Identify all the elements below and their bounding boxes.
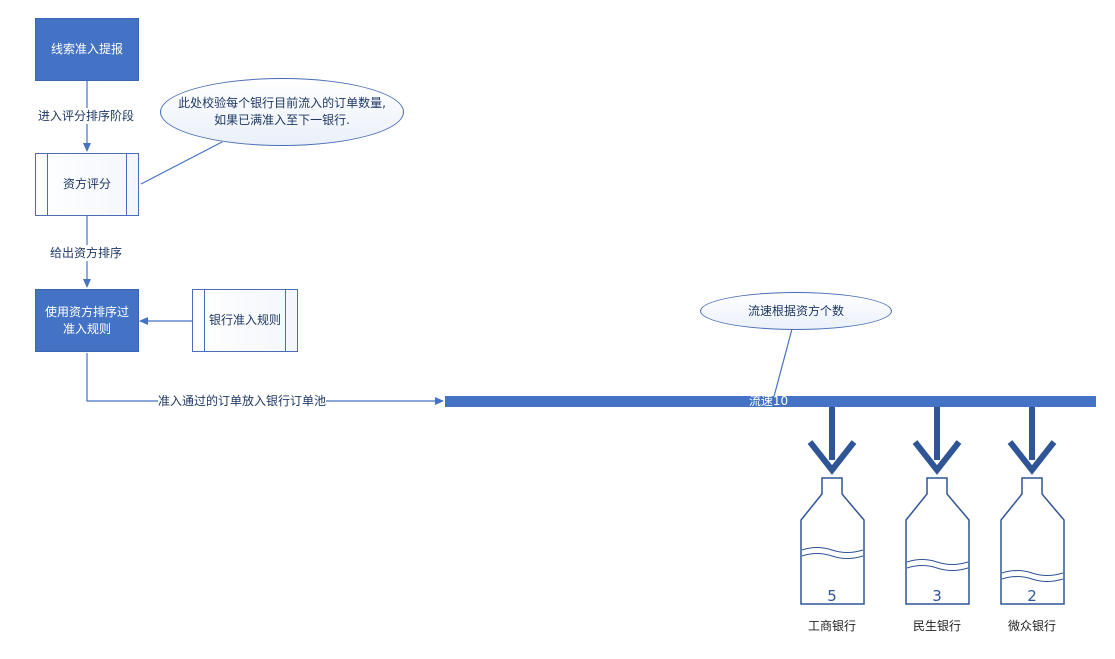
bottle-icon — [905, 477, 970, 605]
bottle-icon — [1000, 477, 1065, 605]
process-bar — [285, 290, 286, 351]
node-lead-submit[interactable]: 线索准入提报 — [35, 18, 139, 81]
edge-label-to-order-pool: 准入通过的订单放入银行订单池 — [158, 393, 327, 409]
node-capital-scoring[interactable]: 资方评分 — [35, 153, 139, 216]
node-rank-filter[interactable]: 使用资方排序过准入规则 — [35, 289, 139, 352]
note-flow-rate: 流速根据资方个数 — [700, 292, 892, 330]
node-bank-rules[interactable]: 银行准入规则 — [192, 289, 298, 352]
order-pool-flow-label: 流速10 — [748, 394, 789, 408]
note-check-orders-text: 此处校验每个银行目前流入的订单数量,如果已满准入至下一银行. — [178, 96, 386, 127]
down-arrow-icon — [807, 407, 857, 475]
callout-line-flow — [771, 328, 793, 405]
note-check-orders: 此处校验每个银行目前流入的订单数量,如果已满准入至下一银行. — [160, 78, 404, 146]
node-rank-filter-label: 使用资方排序过准入规则 — [44, 304, 129, 336]
edge-label-enter-scoring: 进入评分排序阶段 — [38, 108, 135, 124]
bottle-count: 3 — [932, 587, 942, 605]
node-bank-rules-label: 银行准入规则 — [208, 313, 281, 327]
process-bar — [126, 154, 127, 215]
bottle-count: 2 — [1027, 587, 1037, 605]
down-arrow-icon — [1007, 407, 1057, 475]
node-capital-scoring-label: 资方评分 — [62, 177, 111, 191]
order-pool-bar: 流速10 — [445, 394, 1096, 408]
down-arrow-icon — [912, 407, 962, 475]
bank-label: 民生银行 — [912, 619, 961, 633]
bank-label: 工商银行 — [807, 619, 856, 633]
callout-line-check — [140, 141, 223, 185]
node-lead-submit-label: 线索准入提报 — [50, 42, 123, 56]
bottle-icon — [800, 477, 865, 605]
process-bar — [204, 290, 205, 351]
edge-label-give-ranking: 给出资方排序 — [50, 245, 123, 261]
bank-label: 微众银行 — [1007, 619, 1056, 633]
note-flow-rate-text: 流速根据资方个数 — [747, 303, 844, 318]
process-bar — [47, 154, 48, 215]
bottle-count: 5 — [827, 587, 837, 605]
